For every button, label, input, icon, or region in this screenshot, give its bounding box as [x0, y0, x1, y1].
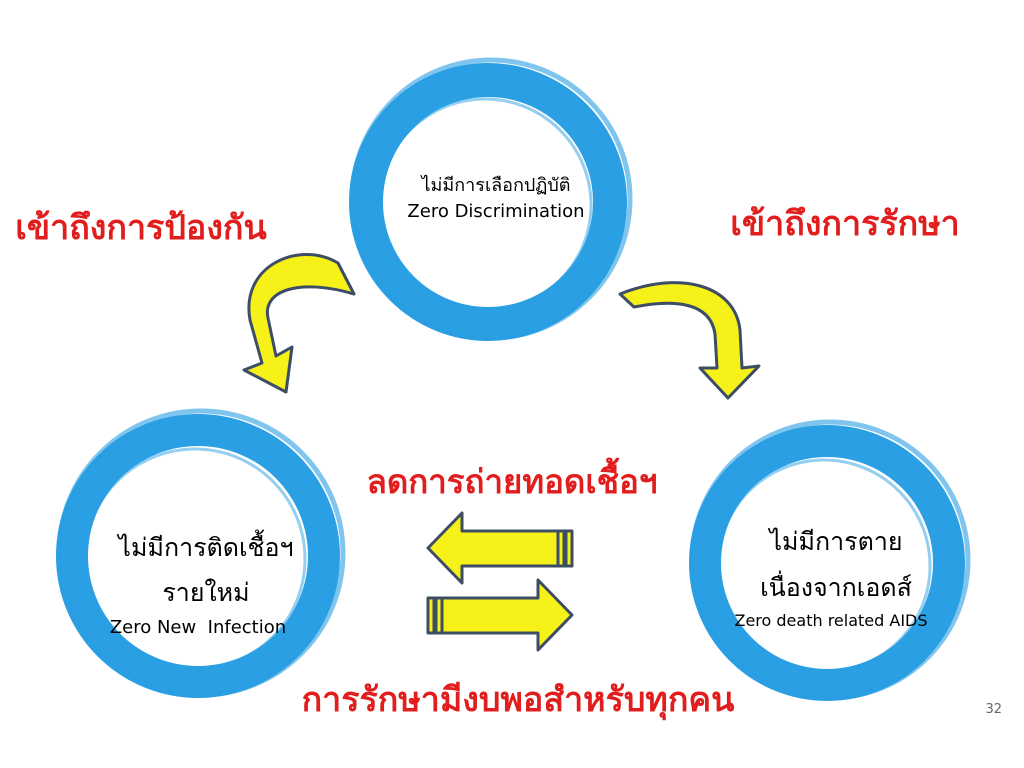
label-access-treatment: เข้าถึงการรักษา: [730, 204, 960, 244]
left-circle-thai-1: ไม่มีการติดเชื้อฯ: [118, 533, 294, 562]
left-ring: [56, 408, 346, 698]
right-circle-english: Zero death related AIDS: [734, 611, 928, 630]
label-treatment-budget: การรักษามีงบพอสำหรับทุกคน: [301, 680, 735, 720]
left-circle-english: Zero New Infection: [109, 617, 287, 638]
right-circle-thai-2: เนื่องจากเอดส์: [760, 573, 912, 602]
top-circle-thai: ไม่มีการเลือกปฏิบัติ: [421, 175, 571, 196]
top-ring: [349, 57, 633, 341]
page-number: 32: [985, 702, 1002, 717]
left-pointing-arrow: [426, 511, 574, 585]
right-ring: [689, 419, 971, 701]
curved-arrow-left: [242, 253, 356, 394]
left-circle-thai-2: รายใหม่: [162, 578, 250, 607]
top-circle-english: Zero Discrimination: [407, 201, 585, 222]
curved-arrow-right: [618, 281, 761, 400]
label-reduce-transmission: ลดการถ่ายทอดเชื้อฯ: [366, 462, 658, 501]
right-pointing-arrow: [426, 578, 574, 652]
label-access-prevention: เข้าถึงการป้องกัน: [15, 208, 267, 248]
right-circle-thai-1: ไม่มีการตาย: [769, 527, 903, 556]
